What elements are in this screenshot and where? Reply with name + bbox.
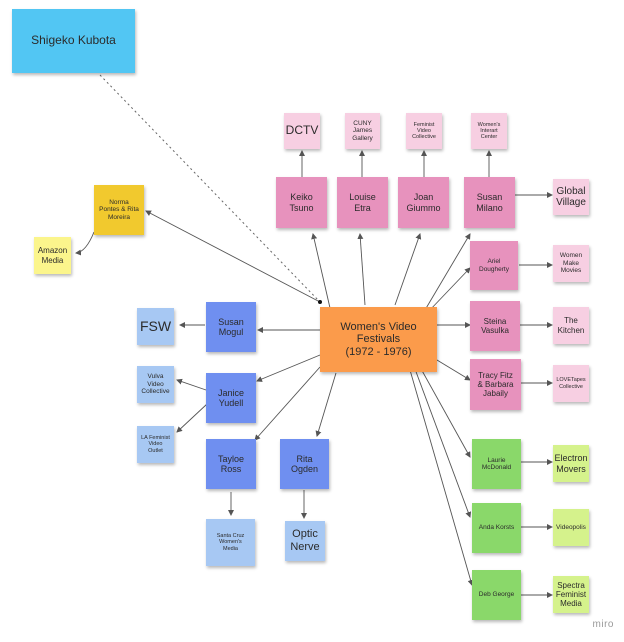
note-susan-mogul[interactable]: Susan Mogul bbox=[206, 302, 256, 352]
connector-janice-la[interactable] bbox=[176, 403, 208, 433]
connector-ariel[interactable] bbox=[427, 267, 471, 313]
note-label: Vulva Video Collective bbox=[141, 373, 170, 396]
note-label: Women's Video Festivals (1972 - 1976) bbox=[340, 320, 417, 358]
note-label: The Kitchen bbox=[557, 316, 585, 335]
note-ariel-dougherty[interactable]: Ariel Dougherty bbox=[470, 241, 518, 290]
note-videopolis[interactable]: Videopolis bbox=[553, 509, 589, 546]
note-vulva-video-collective[interactable]: Vulva Video Collective bbox=[137, 366, 174, 403]
note-label: Steina Vasulka bbox=[481, 316, 509, 335]
note-keiko-tsuno[interactable]: Keiko Tsuno bbox=[276, 177, 327, 228]
note-optic-nerve[interactable]: Optic Nerve bbox=[285, 521, 325, 561]
connector-louise[interactable] bbox=[357, 233, 366, 306]
connector-tracy[interactable] bbox=[431, 356, 471, 381]
note-label: Electron Movers bbox=[554, 453, 588, 474]
note-electron-movers[interactable]: Electron Movers bbox=[553, 445, 589, 482]
note-label: Tracy Fitz & Barbara Jabaily bbox=[477, 370, 514, 399]
miro-watermark: miro bbox=[592, 619, 614, 630]
note-label: Janice Yudell bbox=[217, 387, 244, 408]
note-tayloe-ross[interactable]: Tayloe Ross bbox=[206, 439, 256, 489]
note-joan-giummo[interactable]: Joan Giummo bbox=[398, 177, 449, 228]
note-label: Feminist Video Collective bbox=[412, 121, 436, 141]
note-label: Optic Nerve bbox=[290, 528, 320, 553]
note-label: Keiko Tsuno bbox=[289, 192, 314, 213]
note-label: Ariel Dougherty bbox=[479, 258, 509, 273]
note-rita-ogden[interactable]: Rita Ogden bbox=[280, 439, 329, 489]
note-santa-cruz-womens-media[interactable]: Santa Cruz Women's Media bbox=[206, 519, 255, 566]
note-label: Spectra Feminist Media bbox=[555, 580, 587, 609]
connector-janice-vulva[interactable] bbox=[176, 378, 207, 391]
note-label: Laurie McDonald bbox=[481, 456, 512, 471]
note-la-feminist-video-outlet[interactable]: LA Feminist Video Outlet bbox=[137, 426, 174, 463]
note-anda-korsts[interactable]: Anda Korsts bbox=[472, 503, 521, 553]
connector-deb[interactable] bbox=[409, 369, 474, 586]
note-lovetapes-collective[interactable]: LOVETapes Collective bbox=[553, 365, 589, 402]
note-label: Shigeko Kubota bbox=[31, 33, 116, 48]
note-dctv[interactable]: DCTV bbox=[284, 113, 320, 149]
note-amazon-media[interactable]: Amazon Media bbox=[34, 237, 71, 274]
note-tracy-fitz-barbara-jabaily[interactable]: Tracy Fitz & Barbara Jabaily bbox=[470, 359, 521, 410]
note-label: Women's Interart Center bbox=[477, 121, 501, 141]
connector-laurie[interactable] bbox=[419, 366, 471, 458]
note-women-make-movies[interactable]: Women Make Movies bbox=[553, 245, 589, 282]
note-label: Susan Milano bbox=[476, 192, 503, 213]
note-label: Deb George bbox=[478, 591, 515, 599]
connector-janice[interactable] bbox=[256, 354, 321, 382]
note-norma-pontes-rita-moreira[interactable]: Norma Pontes & Rita Moreira bbox=[94, 185, 144, 235]
note-womens-video-festivals[interactable]: Women's Video Festivals (1972 - 1976) bbox=[320, 307, 437, 372]
note-label: LA Feminist Video Outlet bbox=[141, 435, 170, 454]
note-global-village[interactable]: Global Village bbox=[553, 179, 589, 215]
connector-tayloe[interactable] bbox=[254, 366, 321, 441]
note-label: Videopolis bbox=[556, 523, 586, 531]
note-label: Rita Ogden bbox=[290, 453, 319, 474]
note-label: FSW bbox=[139, 318, 172, 335]
note-label: Joan Giummo bbox=[406, 192, 441, 213]
note-label: Amazon Media bbox=[37, 246, 68, 265]
note-label: Global Village bbox=[556, 185, 586, 209]
note-steina-vasulka[interactable]: Steina Vasulka bbox=[470, 301, 520, 351]
note-label: Susan Mogul bbox=[218, 316, 244, 337]
note-susan-milano[interactable]: Susan Milano bbox=[464, 177, 515, 228]
connector-endpoint-dot bbox=[318, 300, 322, 304]
note-label: Norma Pontes & Rita Moreira bbox=[99, 198, 139, 221]
connector-joan[interactable] bbox=[394, 233, 422, 306]
note-the-kitchen[interactable]: The Kitchen bbox=[553, 307, 589, 344]
note-spectra-feminist-media[interactable]: Spectra Feminist Media bbox=[553, 576, 589, 613]
note-cuny-james-gallery[interactable]: CUNY James Gallery bbox=[345, 113, 380, 149]
note-label: DCTV bbox=[285, 123, 319, 138]
note-louise-etra[interactable]: Louise Etra bbox=[337, 177, 388, 228]
note-deb-george[interactable]: Deb George bbox=[472, 570, 521, 620]
note-label: Women Make Movies bbox=[559, 252, 583, 275]
connector-rita[interactable] bbox=[315, 372, 337, 437]
connector-anda[interactable] bbox=[414, 368, 472, 518]
connector-keiko[interactable] bbox=[311, 233, 331, 309]
connector-norma-amazon[interactable] bbox=[75, 231, 95, 256]
note-label: LOVETapes Collective bbox=[556, 377, 586, 390]
note-fsw[interactable]: FSW bbox=[137, 308, 174, 345]
note-label: Tayloe Ross bbox=[217, 453, 244, 474]
note-label: CUNY James Gallery bbox=[352, 119, 373, 142]
note-laurie-mcdonald[interactable]: Laurie McDonald bbox=[472, 439, 521, 489]
note-label: Anda Korsts bbox=[478, 524, 515, 532]
note-janice-yudell[interactable]: Janice Yudell bbox=[206, 373, 256, 423]
note-womens-interart-center[interactable]: Women's Interart Center bbox=[471, 113, 507, 149]
note-label: Santa Cruz Women's Media bbox=[216, 533, 245, 552]
connector-susan-milano[interactable] bbox=[424, 233, 471, 311]
note-feminist-video-collective[interactable]: Feminist Video Collective bbox=[406, 113, 442, 149]
note-shigeko-kubota[interactable]: Shigeko Kubota bbox=[12, 9, 135, 73]
note-label: Louise Etra bbox=[349, 192, 376, 213]
